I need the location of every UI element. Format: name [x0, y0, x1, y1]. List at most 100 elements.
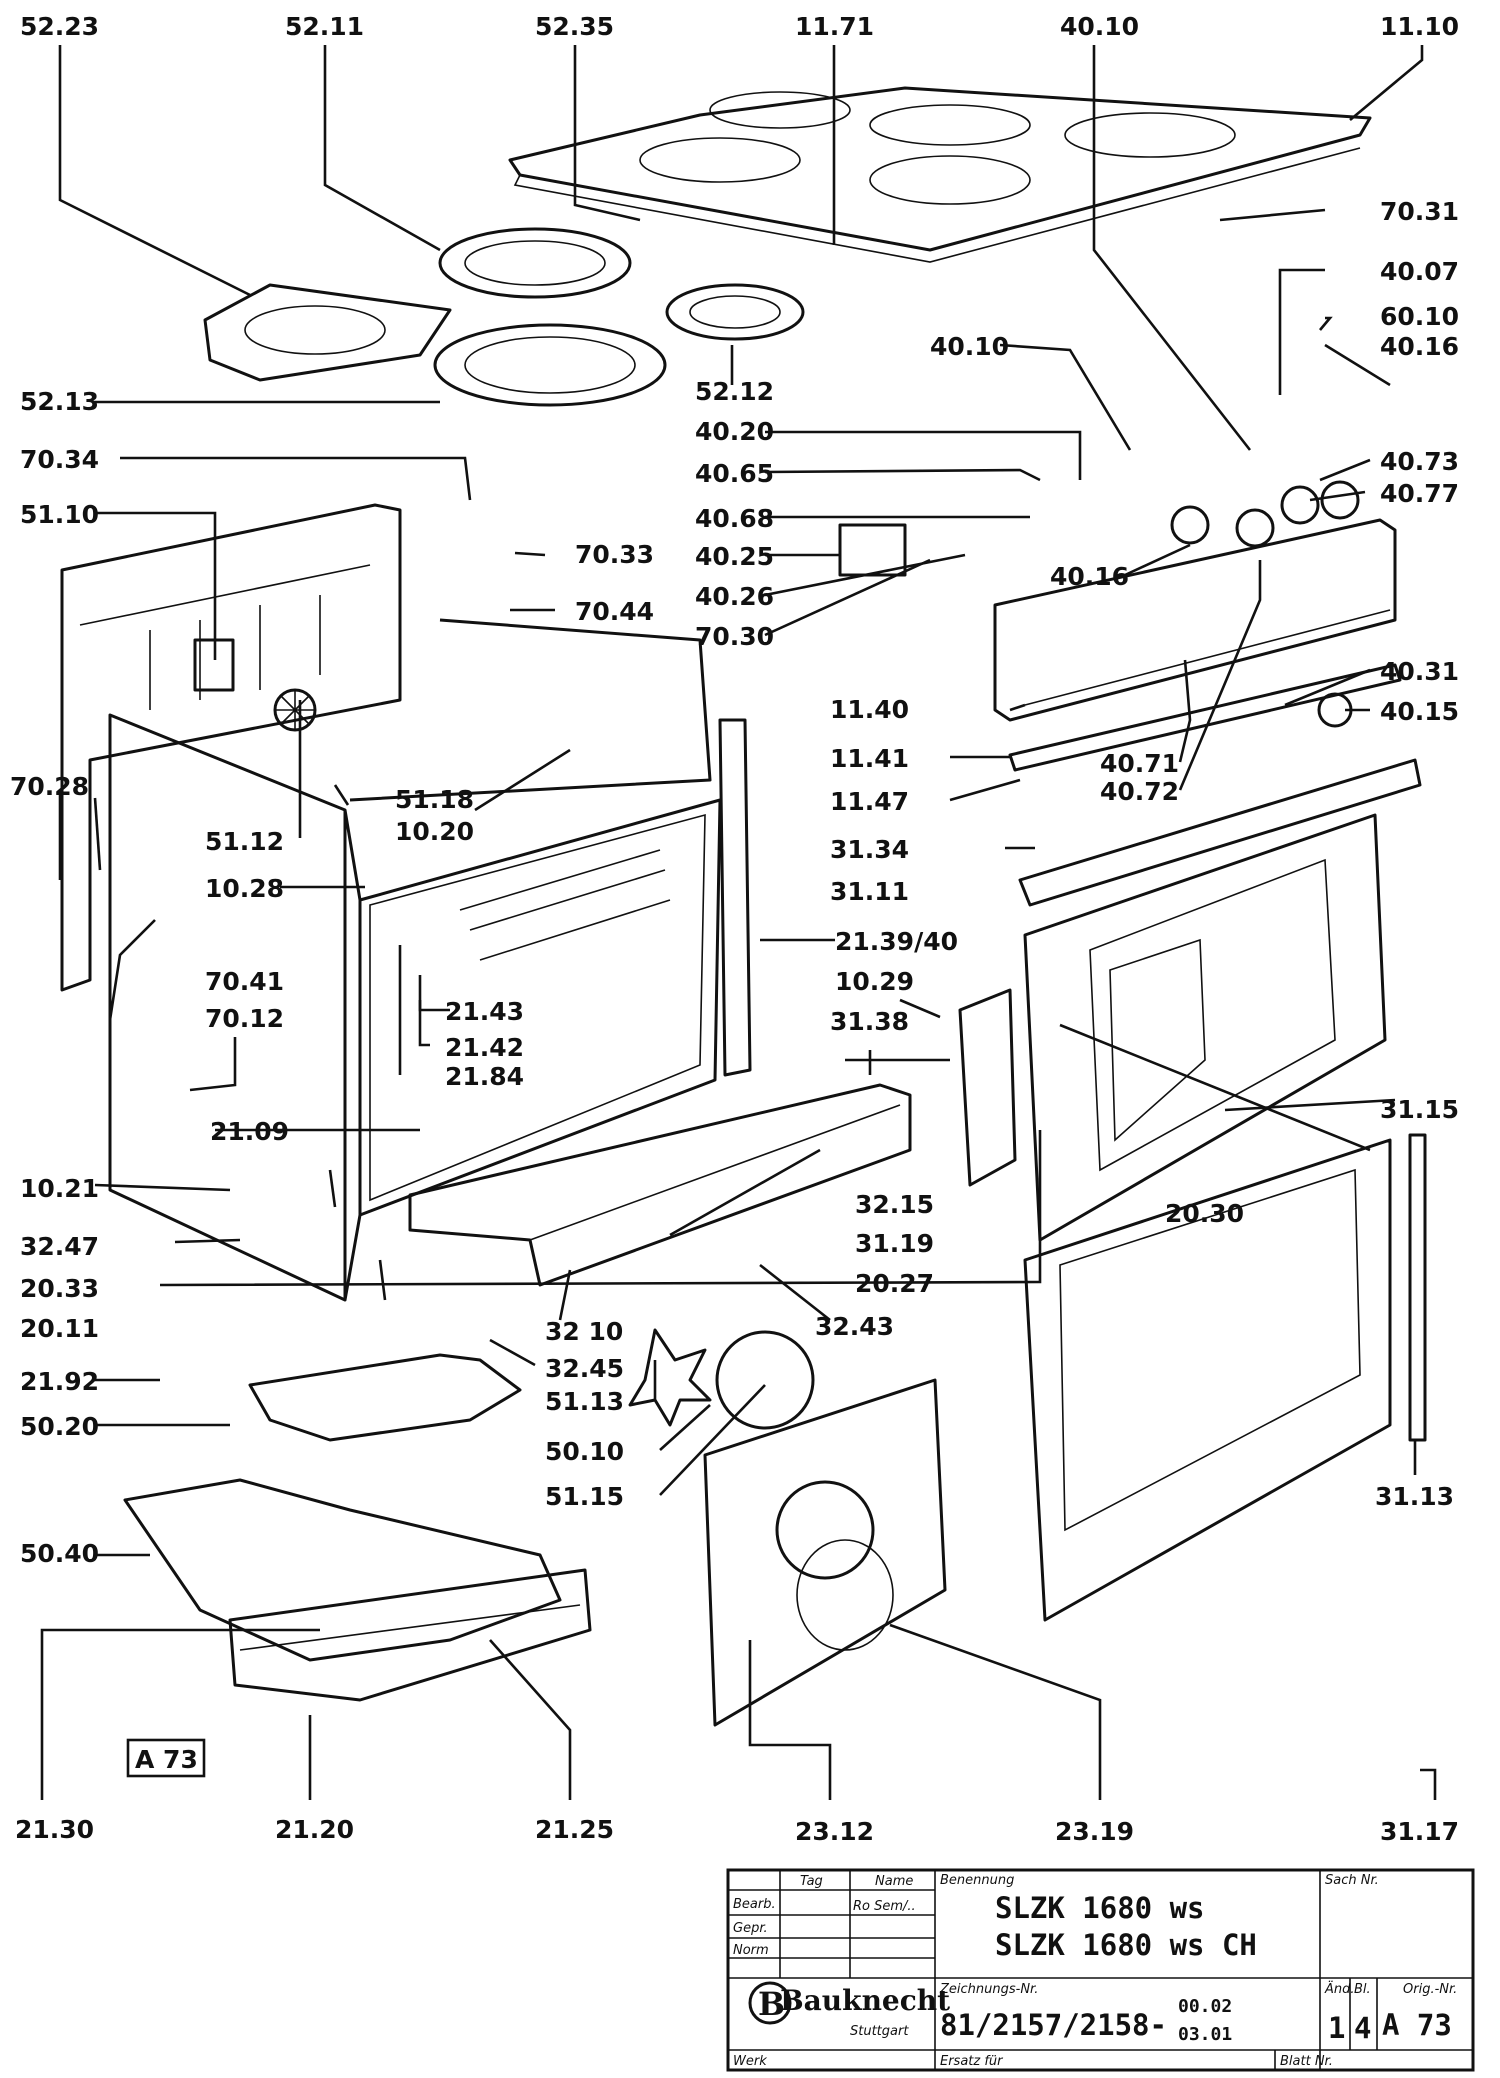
label-21-43: 21.43	[445, 997, 524, 1026]
werk-label: Werk	[733, 2054, 767, 2069]
label-50-40: 50.40	[20, 1539, 99, 1568]
label-11-71: 11.71	[795, 12, 874, 41]
label-60-10: 60.10	[1380, 302, 1459, 331]
label-32-47: 32.47	[20, 1232, 99, 1261]
parts-drawing	[60, 86, 1427, 1727]
col-name-header: Name	[875, 1874, 913, 1889]
storage-drawer	[408, 1083, 912, 1287]
revision-1: 00.02	[1178, 1996, 1232, 2017]
label-21-92: 21.92	[20, 1367, 99, 1396]
oven-back-wall	[60, 503, 402, 992]
label-70-28: 70.28	[10, 772, 89, 801]
label-31-19: 31.19	[855, 1229, 934, 1258]
label-40-16-top: 40.16	[1380, 332, 1459, 361]
row-norm: Norm	[733, 1943, 769, 1958]
label-20-30: 20.30	[1165, 1199, 1244, 1228]
aend-label: Änd.	[1324, 1981, 1355, 1997]
label-40-73: 40.73	[1380, 447, 1459, 476]
sheet-id-label: A 73	[135, 1745, 198, 1774]
fan-motor-parts	[628, 1328, 815, 1430]
heating-elements	[123, 1353, 592, 1702]
label-40-16-mid: 40.16	[1050, 562, 1129, 591]
sheet-value: 4	[1354, 2011, 1371, 2045]
label-32-43: 32.43	[815, 1312, 894, 1341]
sach-nr-label: Sach Nr.	[1325, 1873, 1379, 1888]
blatt-label: Blatt Nr.	[1280, 2054, 1333, 2069]
revision-2: 03.01	[1178, 2024, 1232, 2045]
signature: Ro Sem/..	[853, 1899, 916, 1914]
rear-fan-cover	[703, 1378, 947, 1727]
label-40-65: 40.65	[695, 459, 774, 488]
convection-fan	[193, 638, 317, 732]
label-31-13: 31.13	[1375, 1482, 1454, 1511]
label-52-35: 52.35	[535, 12, 614, 41]
label-40-10-top: 40.10	[1060, 12, 1139, 41]
label-50-10: 50.10	[545, 1437, 624, 1466]
label-32-45: 32.45	[545, 1354, 624, 1383]
label-40-26: 40.26	[695, 582, 774, 611]
radiant-heaters	[203, 227, 805, 407]
label-31-17: 31.17	[1380, 1817, 1459, 1846]
label-40-25: 40.25	[695, 542, 774, 571]
label-20-27: 20.27	[855, 1269, 934, 1298]
ersatz-label: Ersatz für	[940, 2054, 1004, 2069]
label-40-15: 40.15	[1380, 697, 1459, 726]
label-21-42: 21.42	[445, 1033, 524, 1062]
orig-value: A 73	[1382, 2008, 1452, 2042]
door-top-strip	[1018, 758, 1422, 907]
label-10-21: 10.21	[20, 1174, 99, 1203]
label-40-31: 40.31	[1380, 657, 1459, 686]
label-31-15: 31.15	[1380, 1095, 1459, 1124]
label-40-07: 40.07	[1380, 257, 1459, 286]
control-panel	[838, 480, 1402, 772]
label-31-38: 31.38	[830, 1007, 909, 1036]
part-labels: 52.23 52.11 52.35 11.71 40.10 11.10 70.3…	[10, 12, 1459, 1846]
orig-label: Orig.-Nr.	[1403, 1982, 1457, 1997]
sheet-id-box: A 73	[126, 1738, 206, 1778]
label-51-10: 51.10	[20, 500, 99, 529]
label-51-18: 51.18	[395, 785, 474, 814]
label-11-47: 11.47	[830, 787, 909, 816]
label-31-34: 31.34	[830, 835, 909, 864]
label-40-72: 40.72	[1100, 777, 1179, 806]
label-21-30: 21.30	[15, 1815, 94, 1844]
door-outer-glass	[1023, 1133, 1427, 1622]
label-20-11: 20.11	[20, 1314, 99, 1343]
model-line-1: SLZK 1680 ws	[995, 1891, 1205, 1925]
label-11-10: 11.10	[1380, 12, 1459, 41]
label-51-13: 51.13	[545, 1387, 624, 1416]
row-gepr: Gepr.	[733, 1921, 768, 1936]
sheet-label: Bl.	[1354, 1982, 1371, 1997]
label-40-71: 40.71	[1100, 749, 1179, 778]
col-tag-header: Tag	[800, 1874, 823, 1889]
title-block: Tag Name Bearb. Gepr. Norm Ro Sem/.. Ben…	[726, 1868, 1475, 2072]
label-52-13: 52.13	[20, 387, 99, 416]
label-21-39-40: 21.39/40	[835, 927, 958, 956]
label-51-15: 51.15	[545, 1482, 624, 1511]
drawing-number: 81/2157/2158-	[940, 2008, 1167, 2042]
leader-lines	[40, 45, 1437, 1800]
label-21-84: 21.84	[445, 1062, 524, 1091]
label-40-68: 40.68	[695, 504, 774, 533]
label-11-41: 11.41	[830, 744, 909, 773]
svg-text:B: B	[758, 1985, 785, 2023]
label-40-77: 40.77	[1380, 479, 1459, 508]
label-70-34: 70.34	[20, 445, 99, 474]
label-50-20: 50.20	[20, 1412, 99, 1441]
oven-door	[958, 813, 1387, 1242]
label-52-23: 52.23	[20, 12, 99, 41]
label-40-10-mid: 40.10	[930, 332, 1009, 361]
label-51-12: 51.12	[205, 827, 284, 856]
label-10-28: 10.28	[205, 874, 284, 903]
label-23-12: 23.12	[795, 1817, 874, 1846]
brand-city: Stuttgart	[850, 2024, 909, 2039]
label-11-40: 11.40	[830, 695, 909, 724]
benennung-label: Benennung	[940, 1873, 1014, 1888]
label-20-33: 20.33	[20, 1274, 99, 1303]
brand-name: Bauknecht	[780, 1984, 950, 2017]
aend-value: 1	[1328, 2011, 1345, 2045]
bauknecht-logo: B Bauknecht Stuttgart	[748, 1981, 950, 2039]
label-31-11: 31.11	[830, 877, 909, 906]
label-70-30: 70.30	[695, 622, 774, 651]
oven-cavity	[343, 618, 752, 1301]
